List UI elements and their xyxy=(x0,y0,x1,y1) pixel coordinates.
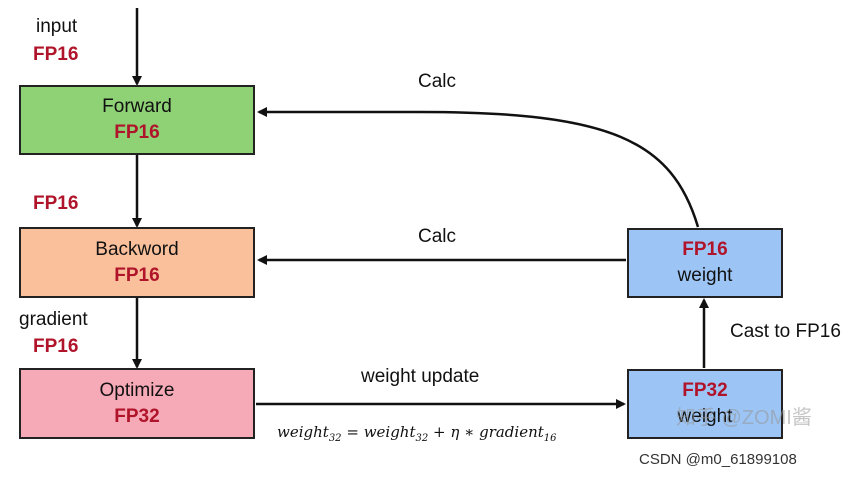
credit-label: CSDN @m0_61899108 xyxy=(639,451,797,468)
weight16-box: FP16 weight xyxy=(627,228,783,298)
formula-lhs: weight xyxy=(277,423,329,441)
arrow-weight16-to-forward xyxy=(257,107,700,228)
formula-rhs2: gradient xyxy=(479,423,544,441)
calc-top-label: Calc xyxy=(418,71,457,92)
weight16-precision: FP16 xyxy=(682,239,728,260)
backward-title: Backword xyxy=(95,238,179,260)
activation-precision-label: FP16 xyxy=(33,193,79,214)
watermark: 知乎 @ZOMI酱 xyxy=(676,407,812,429)
backward-box: Backword FP16 xyxy=(19,227,255,298)
weight32-box: FP32 weight xyxy=(627,369,783,439)
update-formula: weight32 = weight32 + η ∗ gradient16 xyxy=(277,423,557,444)
formula-rhs2-sub: 16 xyxy=(543,433,557,444)
cast-label: Cast to FP16 xyxy=(730,321,841,342)
weight-update-label: weight update xyxy=(361,366,480,387)
formula-lhs-sub: 32 xyxy=(328,433,342,444)
input-label: input xyxy=(36,16,78,37)
optimize-title: Optimize xyxy=(99,379,175,401)
backward-precision: FP16 xyxy=(114,264,160,286)
input-precision-label: FP16 xyxy=(33,44,79,65)
forward-precision: FP16 xyxy=(114,122,160,143)
formula-equals: = xyxy=(346,423,359,441)
formula-rhs1-sub: 32 xyxy=(415,433,429,444)
optimize-box: Optimize FP32 xyxy=(19,368,255,439)
formula-operator: + η ∗ xyxy=(433,423,475,441)
formula-rhs1: weight xyxy=(363,423,416,441)
weight16-title: weight xyxy=(677,265,733,286)
gradient-precision-label: FP16 xyxy=(33,336,79,357)
calc-mid-label: Calc xyxy=(418,226,457,247)
optimize-precision: FP32 xyxy=(114,405,160,427)
forward-box: Forward FP16 xyxy=(19,85,255,155)
gradient-label: gradient xyxy=(19,309,88,330)
weight32-title: weight xyxy=(677,406,733,427)
weight32-precision: FP32 xyxy=(682,380,728,401)
forward-title: Forward xyxy=(102,96,172,117)
